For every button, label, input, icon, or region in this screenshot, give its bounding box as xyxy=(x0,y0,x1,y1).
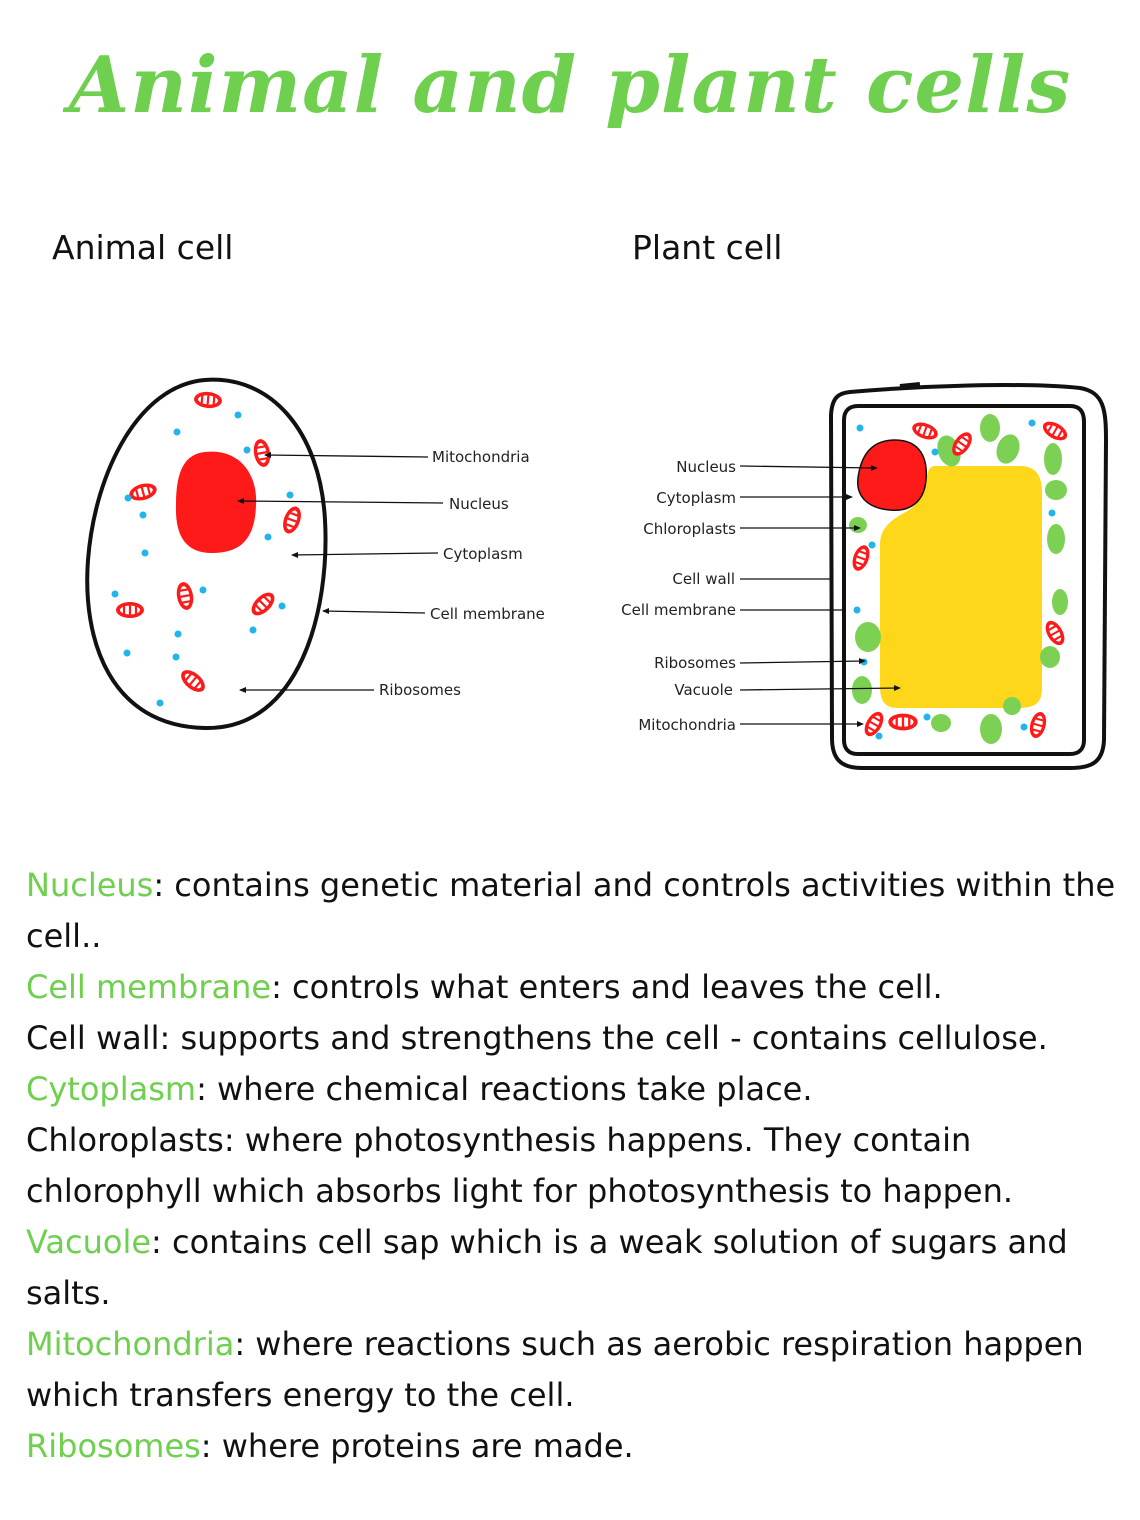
definition-term: Ribosomes xyxy=(26,1427,201,1465)
definition-term: Cytoplasm xyxy=(26,1070,197,1108)
cell-diagrams: Mitochondria Nucleus Cytoplasm Cell memb… xyxy=(85,377,1109,770)
definition-text: Chloroplasts: where photosynthesis happe… xyxy=(26,1121,1014,1210)
plant-cell-heading: Plant cell xyxy=(632,228,783,267)
page-title: Animal and plant cells xyxy=(68,40,1072,131)
definition-cytoplasm: Cytoplasm: where chemical reactions take… xyxy=(26,1064,1126,1115)
plant-label-chloroplasts: Chloroplasts xyxy=(643,520,736,538)
definition-chloroplasts: Chloroplasts: where photosynthesis happe… xyxy=(26,1115,1126,1217)
plant-leader-lines xyxy=(739,465,901,727)
definition-ribosomes: Ribosomes: where proteins are made. xyxy=(26,1421,1126,1472)
definition-vacuole: Vacuole: contains cell sap which is a we… xyxy=(26,1217,1126,1319)
definition-term: Cell membrane xyxy=(26,968,272,1006)
animal-cell-heading: Animal cell xyxy=(52,228,234,267)
animal-label-ribosomes: Ribosomes xyxy=(379,681,461,699)
plant-label-nucleus: Nucleus xyxy=(676,458,736,476)
animal-label-mitochondria: Mitochondria xyxy=(432,448,530,466)
plant-label-vacuole: Vacuole xyxy=(674,681,733,699)
plant-label-ribosomes: Ribosomes xyxy=(654,654,736,672)
definition-text: : where chemical reactions take place. xyxy=(196,1070,813,1108)
plant-label-cell-wall: Cell wall xyxy=(672,570,735,588)
plant-label-mitochondria: Mitochondria xyxy=(638,716,736,734)
definition-term: Vacuole xyxy=(26,1223,152,1261)
animal-label-cell-membrane: Cell membrane xyxy=(430,605,545,623)
plant-label-cell-membrane: Cell membrane xyxy=(621,601,736,619)
animal-mitochondrion xyxy=(114,600,146,620)
plant-label-cytoplasm: Cytoplasm xyxy=(656,489,736,507)
definition-cell-membrane: Cell membrane: controls what enters and … xyxy=(26,962,1126,1013)
definition-text: Cell wall: supports and strengthens the … xyxy=(26,1019,1048,1057)
definition-term: Mitochondria xyxy=(26,1325,235,1363)
plant-vacuole xyxy=(880,466,1042,708)
plant-cell: Nucleus Cytoplasm Chloroplasts Cell wall… xyxy=(621,382,1109,770)
definition-text: : where reactions such as aerobic respir… xyxy=(26,1325,1084,1414)
plant-nucleus xyxy=(857,439,928,511)
animal-nucleus xyxy=(175,451,257,553)
definitions-list: Nucleus: contains genetic material and c… xyxy=(26,860,1126,1472)
definition-cell-wall: Cell wall: supports and strengthens the … xyxy=(26,1013,1126,1064)
animal-leader-lines xyxy=(237,452,444,693)
definition-text: : contains genetic material and controls… xyxy=(26,866,1116,955)
animal-label-cytoplasm: Cytoplasm xyxy=(443,545,523,563)
definition-nucleus: Nucleus: contains genetic material and c… xyxy=(26,860,1126,962)
definition-text: : contains cell sap which is a weak solu… xyxy=(26,1223,1068,1312)
plant-mitochondrion xyxy=(887,712,919,732)
plant-ribosomes xyxy=(853,419,1056,740)
animal-label-nucleus: Nucleus xyxy=(449,495,509,513)
definition-mitochondria: Mitochondria: where reactions such as ae… xyxy=(26,1319,1126,1421)
animal-cell-membrane xyxy=(85,377,328,731)
definition-text: : controls what enters and leaves the ce… xyxy=(271,968,943,1006)
animal-cell: Mitochondria Nucleus Cytoplasm Cell memb… xyxy=(85,377,545,731)
definition-term: Nucleus xyxy=(26,866,154,904)
definition-text: : where proteins are made. xyxy=(200,1427,634,1465)
animal-ribosomes xyxy=(111,411,294,707)
plant-chloroplasts xyxy=(849,414,1068,744)
